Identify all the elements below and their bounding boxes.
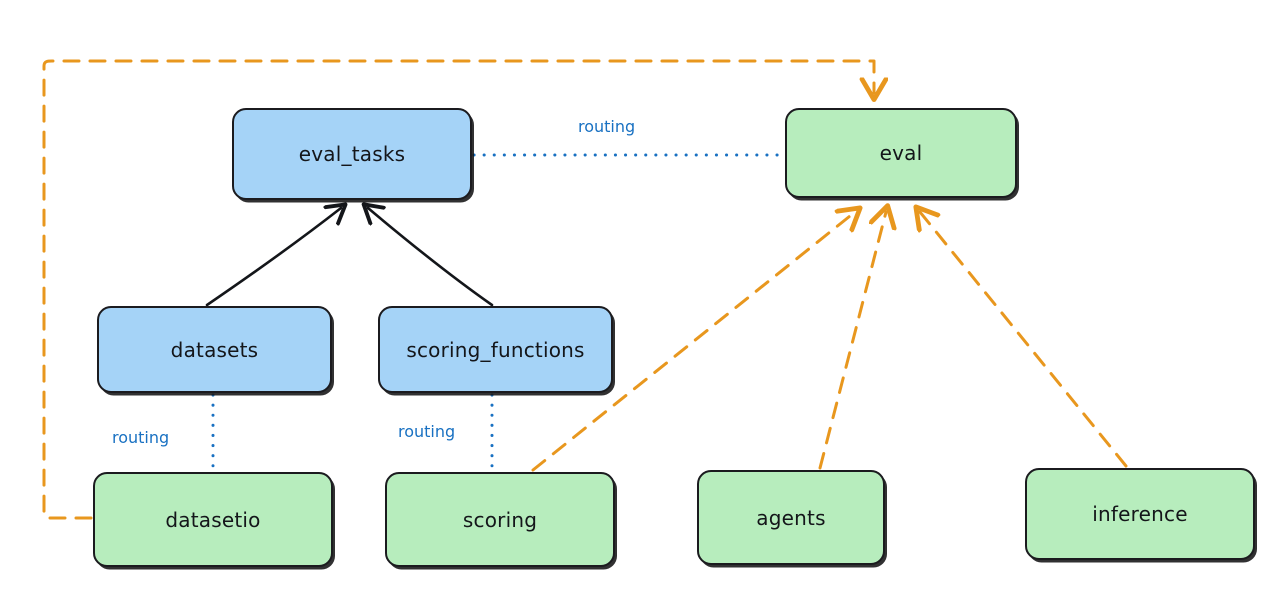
edge-inference-to-eval — [920, 212, 1128, 468]
node-inference[interactable]: inference — [1025, 468, 1255, 560]
node-agents[interactable]: agents — [697, 470, 885, 565]
node-eval[interactable]: eval — [785, 108, 1017, 198]
node-label: scoring — [462, 507, 538, 532]
node-scoring[interactable]: scoring — [385, 472, 615, 567]
node-scoring_functions[interactable]: scoring_functions — [378, 306, 613, 393]
node-label: datasetio — [165, 507, 261, 532]
edge-label-routing-datasets-datasetio: routing — [112, 428, 170, 447]
node-eval_tasks[interactable]: eval_tasks — [232, 108, 472, 200]
edge-scoring_functions-to-eval_tasks — [368, 208, 494, 307]
node-label: scoring_functions — [406, 337, 585, 362]
edge-label-routing-scoring_functions-scoring: routing — [398, 422, 456, 441]
node-datasetio[interactable]: datasetio — [93, 472, 333, 567]
edge-datasets-to-eval_tasks — [205, 208, 341, 307]
node-datasets[interactable]: datasets — [97, 306, 332, 393]
node-label: agents — [756, 505, 826, 530]
edge-label-routing-eval_tasks-eval: routing — [578, 117, 636, 136]
edge-agents-to-eval — [818, 212, 886, 470]
node-label: inference — [1092, 502, 1188, 526]
node-label: eval_tasks — [298, 142, 406, 166]
node-label: eval — [879, 141, 923, 165]
node-label: datasets — [170, 337, 259, 362]
